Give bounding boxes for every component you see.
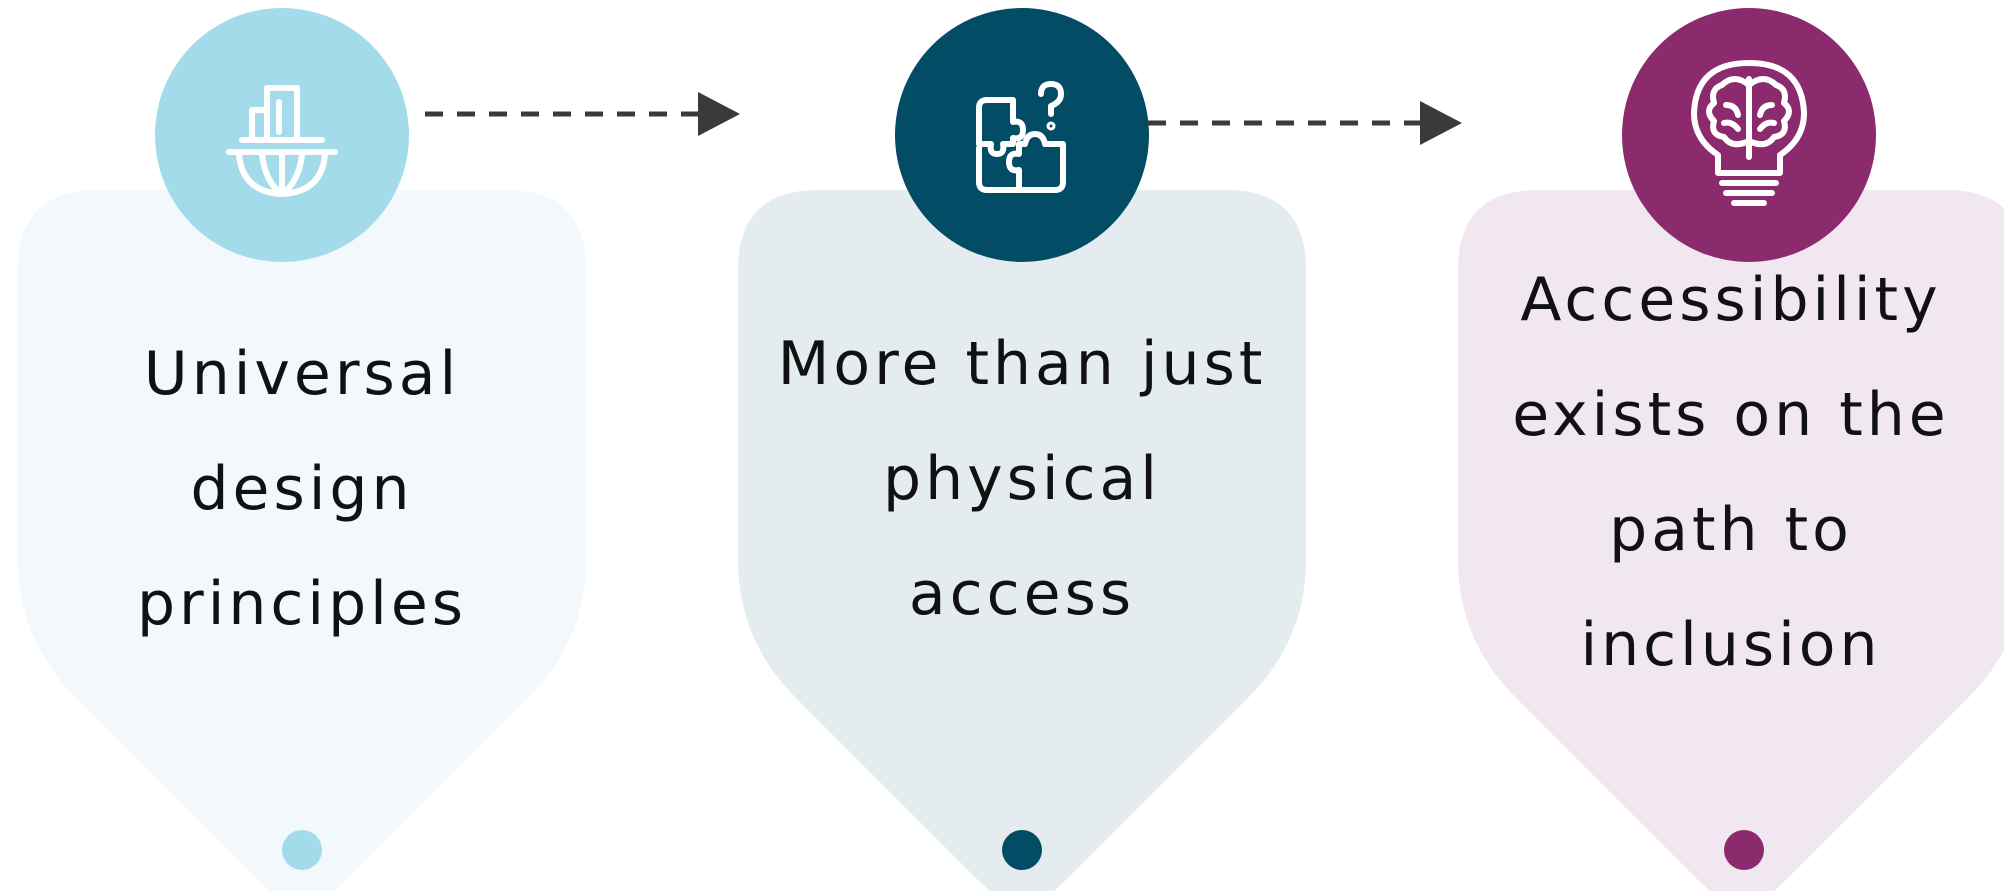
step-2-icon-circle — [895, 8, 1149, 262]
step-1-line-1: Universal — [143, 339, 461, 409]
brain-lightbulb-icon — [1691, 60, 1807, 206]
step-card-3: Accessibility exists on the path to incl… — [1458, 190, 2004, 891]
card-shape-2 — [738, 190, 1306, 891]
connector-arrow-2 — [1148, 101, 1462, 145]
card-shape-3 — [1458, 190, 2004, 891]
connector-arrow-1 — [425, 92, 740, 136]
step-3-icon-circle — [1622, 8, 1876, 262]
step-card-2: More than just physical access — [738, 190, 1306, 891]
step-3-bottom-dot — [1724, 830, 1764, 870]
step-3-line-1: Accessibility — [1520, 265, 1942, 335]
puzzle-question-icon — [976, 81, 1066, 193]
step-3-line-4: inclusion — [1580, 610, 1882, 680]
step-card-1: Universal design principles — [18, 190, 586, 891]
step-text-3: Accessibility exists on the path to incl… — [1438, 243, 2004, 703]
step-1-line-2: design — [190, 454, 414, 524]
step-2-line-1: More than just — [777, 329, 1267, 399]
step-text-1: Universal design principles — [38, 317, 566, 662]
step-3-line-2: exists on the — [1512, 380, 1950, 450]
city-globe-icon — [226, 85, 338, 197]
step-1-bottom-dot — [282, 830, 322, 870]
step-2-bottom-dot — [1002, 830, 1042, 870]
step-text-2: More than just physical access — [758, 307, 1286, 652]
step-3-line-3: path to — [1609, 495, 1853, 565]
step-1-icon-circle — [155, 8, 409, 262]
step-1-line-3: principles — [136, 569, 468, 639]
step-2-line-3: access — [908, 559, 1136, 629]
step-2-line-2: physical — [883, 444, 1161, 514]
card-shape-1 — [18, 190, 586, 891]
